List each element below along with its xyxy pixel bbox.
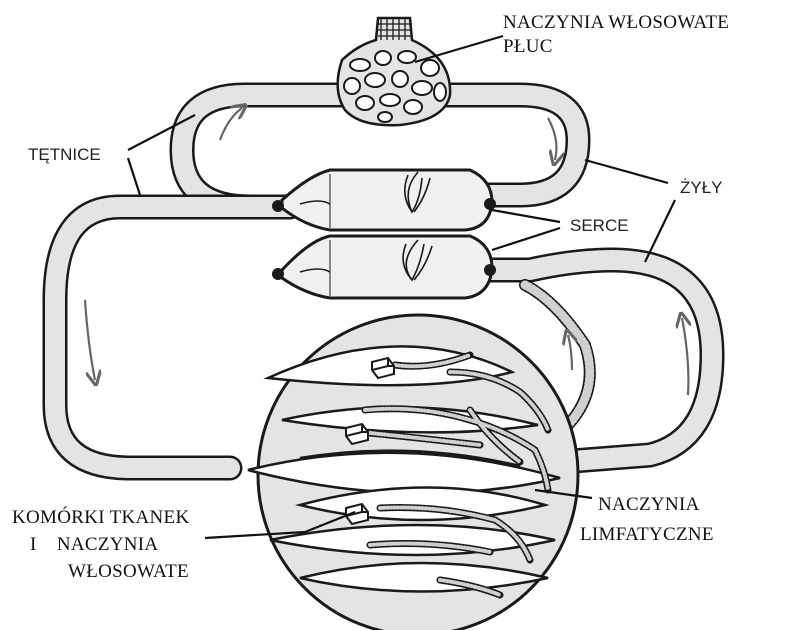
label-veins: ŻYŁY xyxy=(680,178,723,197)
label-tissue-cells-line1: KOMÓRKI TKANEK xyxy=(12,506,189,528)
tissue-capillary-bed xyxy=(248,315,578,630)
label-tissue-cells-line3: WŁOSOWATE xyxy=(68,561,189,582)
label-lung-capillaries-line1: NACZYNIA WŁOSOWATE xyxy=(503,12,729,33)
heart xyxy=(272,170,496,298)
heart-lower-chamber xyxy=(282,236,492,298)
lung-capillary-bed xyxy=(338,18,450,125)
heart-upper-chamber xyxy=(282,170,492,230)
label-heart: SERCE xyxy=(570,216,629,235)
label-lung-capillaries-line2: PŁUC xyxy=(503,36,553,57)
label-arteries: TĘTNICE xyxy=(28,145,101,164)
label-lymph-vessels-line2: LIMFATYCZNE xyxy=(580,524,714,545)
label-lymph-vessels-line1: NACZYNIA xyxy=(598,494,700,515)
label-tissue-cells-line2: I NACZYNIA xyxy=(30,534,158,555)
